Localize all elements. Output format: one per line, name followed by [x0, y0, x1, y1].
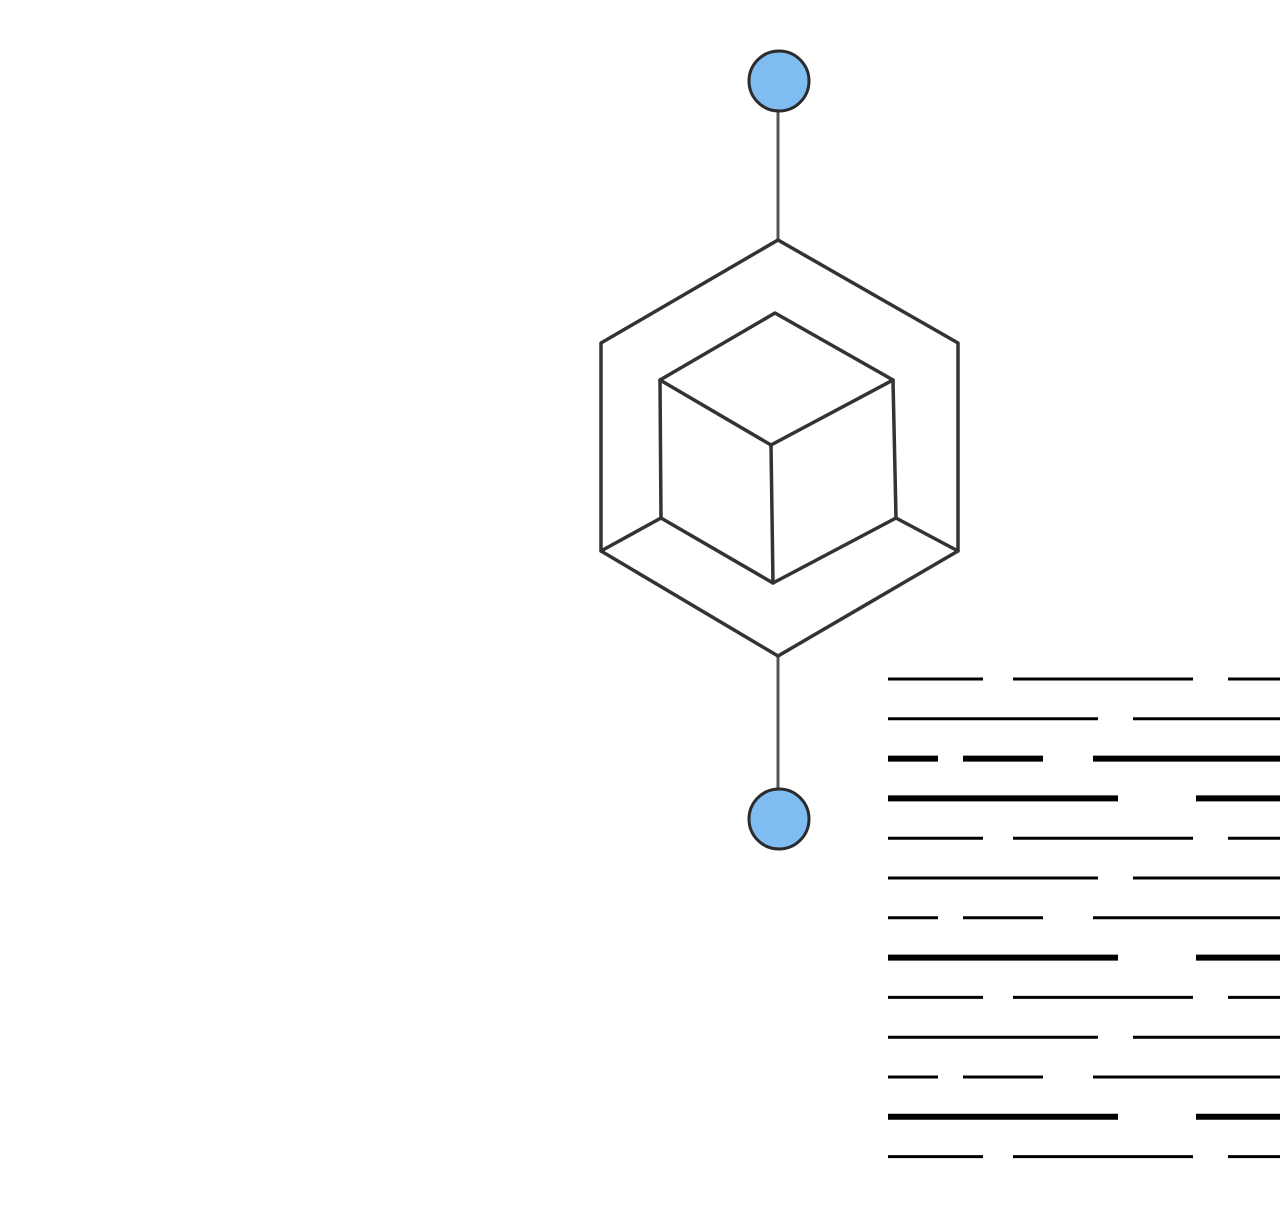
hexagon-cube-icon[interactable]	[599, 238, 960, 658]
bevel-left	[599, 516, 663, 553]
port-top[interactable]	[747, 49, 811, 113]
port-bottom[interactable]	[747, 787, 811, 851]
text-block	[888, 677, 1280, 1159]
outer-hexagon	[599, 238, 960, 658]
bevel-right	[894, 516, 960, 553]
cube-front-edge	[769, 443, 775, 585]
